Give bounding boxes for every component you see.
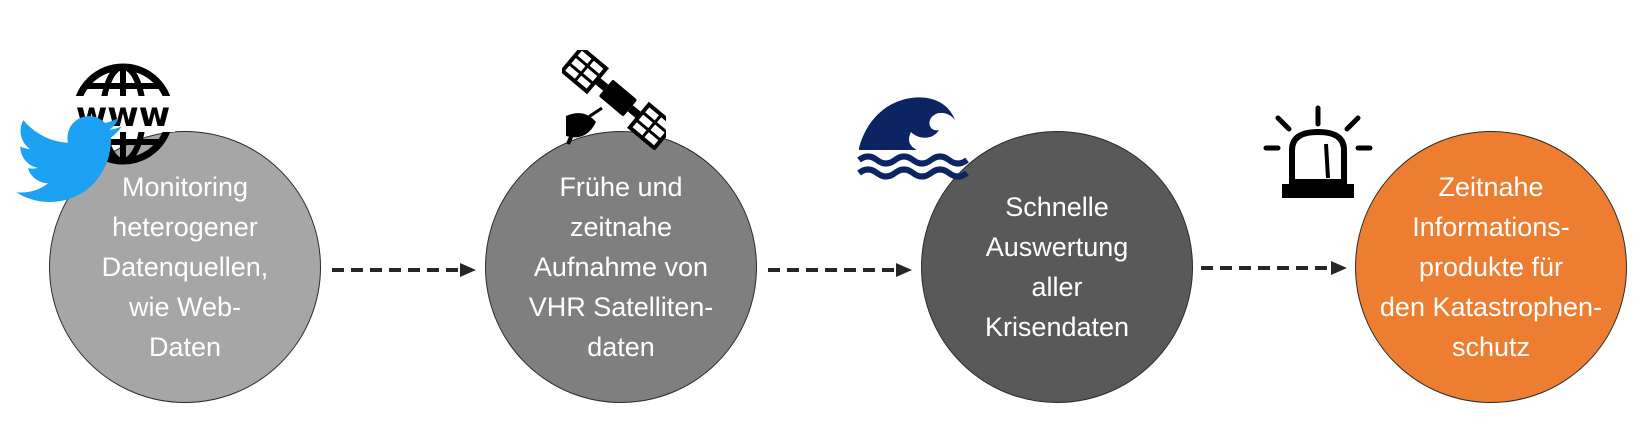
step-aufnahme-line: Frühe und [559,172,683,202]
arrow-3-to-4 [1201,261,1347,275]
step-auswertung-line: Krisendaten [984,312,1130,342]
step-produkte-label: Zeitnahe Informations- produkte für den … [1380,167,1602,367]
step-auswertung-label: Schnelle Auswertung aller Krisendaten [985,187,1129,347]
step-produkte-line: den Katastrophen- [1379,292,1603,322]
arrow-1-to-2 [332,263,476,277]
step-produkte-line: produkte für [1418,252,1564,282]
step-monitoring-label: Monitoring heterogener Datenquellen, wie… [102,167,269,367]
step-monitoring-line: heterogener [112,212,258,242]
www-globe-icon: www [71,63,175,165]
step-aufnahme-line: zeitnahe [569,212,673,242]
step-produkte-line: Zeitnahe [1438,172,1544,202]
step-monitoring-line: wie Web- [128,292,242,322]
step-monitoring-line: Daten [148,332,222,362]
wave-icon [857,97,969,180]
satellite-icon [562,50,666,150]
step-produkte-circle: Zeitnahe Informations- produkte für den … [1355,131,1627,403]
step-auswertung-line: Auswertung [985,232,1129,262]
step-aufnahme-label: Frühe und zeitnahe Aufnahme von VHR Sate… [529,167,714,367]
step-auswertung-line: aller [1031,272,1083,302]
step-monitoring-line: Monitoring [121,172,249,202]
step-monitoring-line: Datenquellen, [101,252,269,282]
twitter-bird-icon [16,116,122,202]
step-aufnahme-line: daten [587,332,655,362]
step-produkte-line: Informations- [1412,212,1570,242]
step-aufnahme-line: VHR Satelliten- [528,292,714,322]
step-aufnahme-circle: Frühe und zeitnahe Aufnahme von VHR Sate… [485,131,757,403]
step-auswertung-line: Schnelle [1005,192,1109,222]
siren-icon [1263,105,1373,198]
arrow-2-to-3 [768,263,912,277]
step-produkte-line: schutz [1451,332,1531,362]
step-aufnahme-line: Aufnahme von [533,252,709,282]
